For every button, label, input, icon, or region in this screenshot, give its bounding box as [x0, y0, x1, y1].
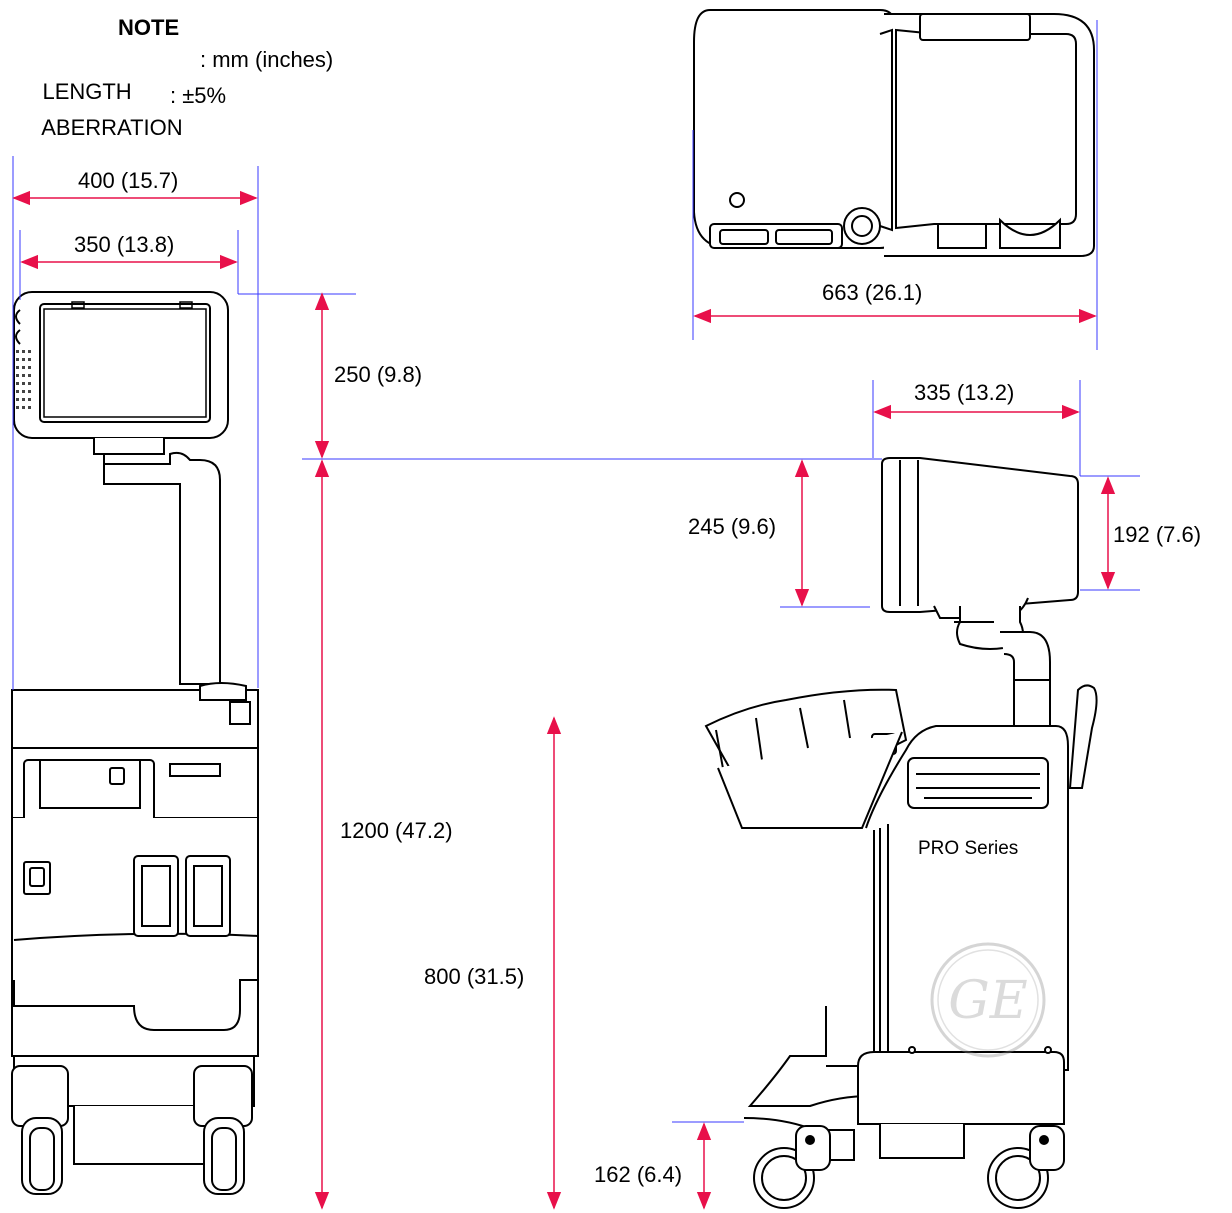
- top-view: [693, 9, 1095, 257]
- front-monitor-arm: [93, 438, 221, 685]
- label-front-width-outer: 400 (15.7): [78, 168, 178, 193]
- extension-lines: [12, 20, 1140, 1123]
- dimension-labels: 400 (15.7) 350 (13.8) 250 (9.8) 1200 (47…: [74, 168, 1201, 1187]
- label-front-width-monitor: 350 (13.8): [74, 232, 174, 257]
- ge-logo: GE: [930, 942, 1046, 1058]
- note-length-value: : mm (inches): [200, 47, 334, 72]
- note-title: NOTE: [118, 15, 180, 40]
- front-monitor: [13, 291, 229, 439]
- note-row-length: LENGTH: [18, 44, 132, 140]
- label-top-depth: 663 (26.1): [822, 280, 922, 305]
- svg-text:GE: GE: [948, 971, 1028, 1031]
- note-length-label: LENGTH: [42, 79, 132, 104]
- note-row-aberration: ABERRATION: [18, 80, 183, 176]
- note-aberration-value: : ±5%: [170, 83, 227, 108]
- series-label: PRO Series: [918, 838, 1018, 859]
- label-monitor-height: 250 (9.8): [334, 362, 422, 387]
- speaker-grille: [16, 350, 31, 409]
- dimension-arrows: [12, 190, 1116, 1210]
- label-total-height: 1200 (47.2): [340, 818, 453, 843]
- label-side-monitor-depth: 335 (13.2): [914, 380, 1014, 405]
- label-wheel-clearance: 162 (6.4): [594, 1162, 682, 1187]
- note-aberration-label: ABERRATION: [41, 115, 183, 140]
- front-view: [11, 291, 259, 1195]
- front-body: [11, 682, 259, 1195]
- side-view: [704, 457, 1098, 1209]
- label-side-monitor-height: 245 (9.6): [688, 514, 776, 539]
- label-side-monitor-thickness: 192 (7.6): [1113, 522, 1201, 547]
- label-keyboard-height: 800 (31.5): [424, 964, 524, 989]
